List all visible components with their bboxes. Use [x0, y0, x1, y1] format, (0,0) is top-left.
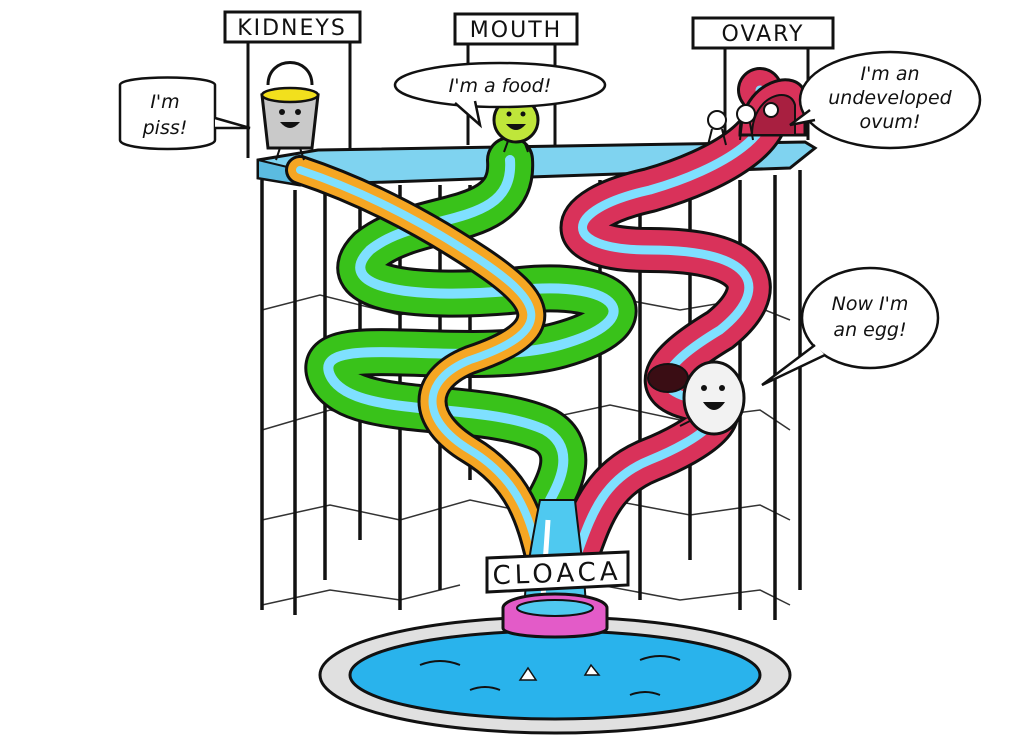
- speech-ovum-line3: ovum!: [859, 111, 920, 133]
- red-slide-tunnel: [647, 363, 689, 393]
- sign-mouth: MOUTH: [453, 12, 579, 46]
- sign-kidneys: KIDNEYS: [223, 10, 362, 44]
- top-platform: [256, 140, 818, 187]
- egg-character: [679, 360, 746, 436]
- speech-piss-line1: I'm: [150, 91, 179, 113]
- green-slide: [305, 136, 638, 524]
- speech-ovum-line1: I'm an: [860, 63, 919, 85]
- sign-cloaca: CLOACA: [485, 550, 630, 594]
- speech-egg-line1: Now I'm: [832, 293, 909, 315]
- splash-pool: [318, 615, 792, 735]
- sign-mouth-label: MOUTH: [470, 18, 562, 43]
- red-slide: [552, 67, 790, 583]
- speech-bubble-ovum: I'm an undeveloped ovum!: [789, 50, 982, 150]
- ovum-characters: [707, 102, 779, 146]
- sign-ovary: OVARY: [691, 16, 835, 50]
- speech-egg-line2: an egg!: [833, 319, 906, 341]
- sign-cloaca-label: CLOACA: [492, 557, 622, 591]
- sign-kidneys-label: KIDNEYS: [237, 16, 347, 41]
- speech-ovum-line2: undeveloped: [828, 87, 952, 109]
- piss-bucket-character: [260, 61, 320, 161]
- speech-piss-line2: piss!: [142, 117, 188, 139]
- speech-bubble-food: I'm a food!: [393, 61, 607, 129]
- orange-slide: [285, 155, 555, 575]
- speech-bubble-piss: I'm piss!: [118, 76, 251, 151]
- speech-food-text: I'm a food!: [449, 75, 552, 97]
- speech-bubble-egg: Now I'm an egg!: [761, 266, 940, 387]
- sign-ovary-label: OVARY: [722, 22, 805, 47]
- cloaca-ring: [501, 592, 609, 639]
